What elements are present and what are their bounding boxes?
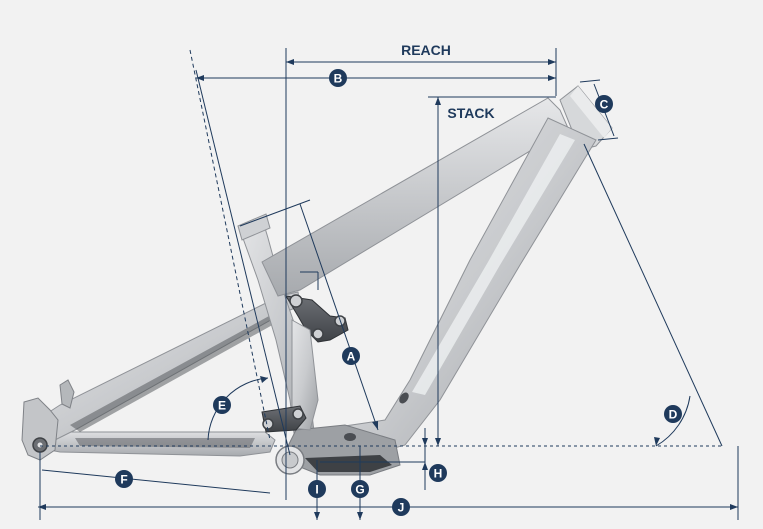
rocker-link bbox=[285, 295, 349, 343]
badge-d: D bbox=[664, 405, 682, 423]
svg-text:C: C bbox=[600, 98, 609, 112]
down-tube-highlight bbox=[412, 134, 575, 395]
badge-a: A bbox=[342, 347, 360, 365]
badge-c: C bbox=[595, 95, 613, 113]
badge-h: H bbox=[429, 464, 447, 482]
badge-g: G bbox=[351, 480, 369, 498]
lower-pivot-rear bbox=[262, 418, 274, 430]
svg-text:F: F bbox=[120, 473, 127, 487]
svg-text:J: J bbox=[398, 501, 405, 515]
stack-arrow-top bbox=[435, 97, 441, 105]
brake-mount bbox=[59, 379, 75, 409]
b-arrow-left bbox=[196, 75, 204, 81]
badge-i: I bbox=[308, 480, 326, 498]
svg-text:E: E bbox=[218, 399, 226, 413]
svg-text:H: H bbox=[434, 467, 443, 481]
head-angle-line bbox=[583, 143, 723, 447]
i-arrow bbox=[314, 512, 320, 520]
badge-e: E bbox=[213, 396, 231, 414]
j-arrow-right bbox=[730, 504, 738, 510]
svg-text:G: G bbox=[355, 483, 364, 497]
c-ext-bottom bbox=[597, 137, 619, 141]
g-arrow bbox=[357, 512, 363, 520]
lower-pivot-front bbox=[292, 408, 304, 420]
badge-b: B bbox=[329, 69, 347, 87]
reach-label: REACH bbox=[401, 42, 451, 58]
frame bbox=[21, 85, 613, 476]
f-line bbox=[41, 469, 271, 494]
j-arrow-left bbox=[38, 504, 46, 510]
rear-axle-center bbox=[37, 442, 43, 448]
down-tube-port bbox=[399, 392, 409, 404]
svg-text:D: D bbox=[669, 408, 678, 422]
svg-text:B: B bbox=[334, 72, 343, 86]
head-tube-face bbox=[570, 86, 612, 138]
seat-angle-line bbox=[195, 69, 291, 456]
e-arrow bbox=[260, 376, 268, 383]
reach-arrow-left bbox=[286, 59, 294, 65]
stack-arrow-bottom bbox=[435, 438, 441, 446]
rocker-pivot-top bbox=[289, 294, 303, 308]
a-arrow-bottom bbox=[372, 421, 378, 430]
seat-stay bbox=[39, 291, 301, 441]
a-ext-top bbox=[239, 199, 311, 227]
badge-j: J bbox=[392, 498, 410, 516]
seat-stay-shadow bbox=[70, 310, 285, 432]
seat-angle-dashed bbox=[189, 49, 271, 441]
d-arrow bbox=[654, 437, 660, 446]
seat-tube-collar bbox=[237, 213, 271, 241]
h-arrow-top bbox=[422, 438, 428, 446]
h-arrow-bottom bbox=[422, 462, 428, 470]
rocker-pivot-shock bbox=[312, 328, 324, 340]
stack-label: STACK bbox=[447, 105, 494, 121]
bb-guard bbox=[305, 455, 392, 472]
svg-text:I: I bbox=[315, 483, 318, 497]
reach-arrow-right bbox=[548, 59, 556, 65]
d-arc bbox=[655, 395, 691, 447]
rear-dropout bbox=[21, 397, 59, 461]
svg-text:A: A bbox=[347, 350, 356, 364]
badge-f: F bbox=[115, 470, 133, 488]
c-ext-top bbox=[579, 79, 601, 83]
a-line bbox=[299, 203, 379, 431]
b-arrow-right bbox=[548, 75, 556, 81]
bb-cable-port bbox=[344, 433, 356, 441]
